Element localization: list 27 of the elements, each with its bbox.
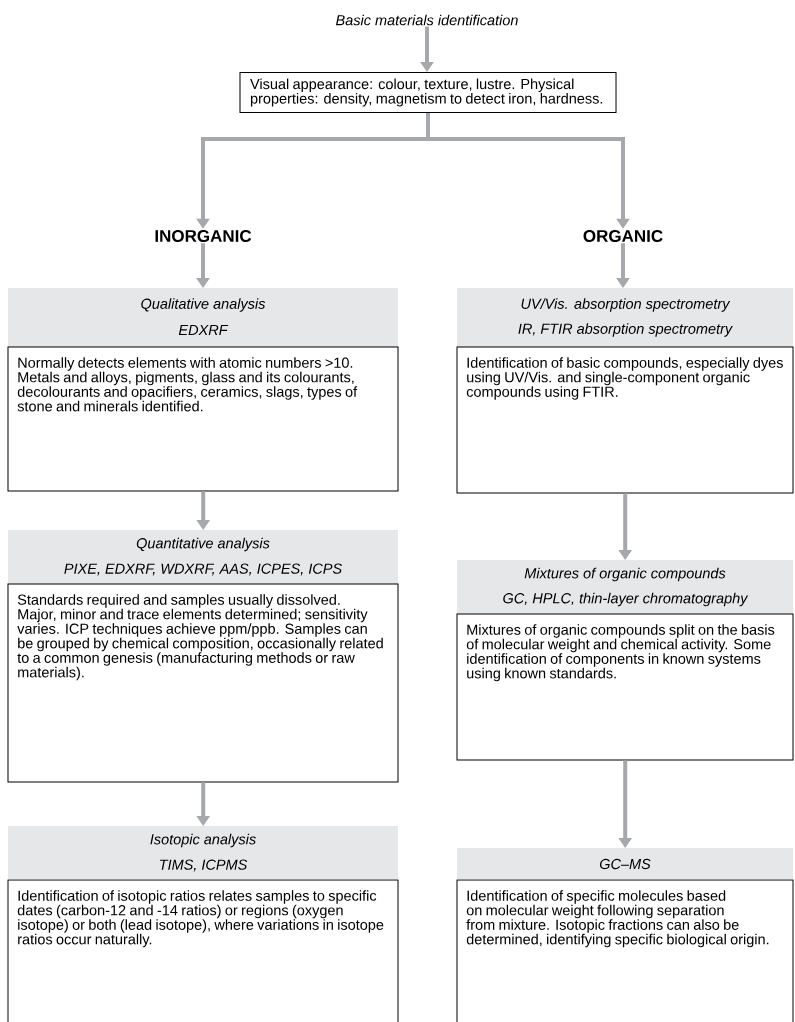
step-box: [7, 826, 399, 1022]
step-description: Identification of isotopic ratios relates samples to specific dates (carbon-12 and -14 ratios) or regions (oxygen isotope) or both (lead isotope), where variations in isotope ratios occur naturally.: [17, 890, 384, 948]
step-heading: Qualitative analysis: [141, 298, 266, 312]
step-heading: GC–MS: [599, 858, 651, 870]
step-description: Mixtures of organic compounds split on the basis of molecular weight and chemical activity. Some identification of components in known systems using known standards.: [466, 624, 775, 682]
step-heading: Mixtures of organic compounds: [524, 567, 726, 582]
step-description: Normally detects elements with atomic numbers >10. Metals and alloys, pigments, glass and its colourants, decolourants and opacifiers, ceramics, slags, types of stone and minerals identified.: [17, 357, 358, 412]
step-description: Standards required and samples usually dissolved. Major, minor and trace elements determined; sensitivity varies. ICP techniques achieve ppm/ppb. Samples can be grouped by chemical composition, occasionally related to a common genesis (manufacturing methods or raw materials).: [17, 594, 383, 681]
step-heading: Quantitative analysis: [136, 537, 270, 552]
step-heading: Isotopic analysis: [150, 833, 256, 848]
step-heading: EDXRF: [178, 325, 229, 335]
step-box: [456, 560, 794, 761]
step-box: [7, 288, 399, 492]
heading-text: Basic materials identification: [335, 14, 518, 26]
step-heading: IR, FTIR absorption spectrometry: [518, 323, 733, 337]
heading-text: ORGANIC: [583, 230, 663, 243]
step-heading: TIMS, ICPMS: [160, 859, 248, 872]
step-description: Identification of specific molecules based on molecular weight following separation from mixture. Isotopic fractions can also be determined, identifying specific biological origin.: [466, 890, 769, 948]
heading-text: INORGANIC: [155, 230, 252, 243]
step-heading: GC, HPLC, thin-layer chromatography: [503, 592, 749, 607]
step-heading: UV/Vis. absorption spectrometry: [521, 298, 731, 312]
step-description: Identification of basic compounds, especially dyes using UV/Vis. and single-component organic compounds using FTIR.: [466, 357, 783, 400]
step-box: [7, 530, 399, 783]
process-box: Visual appearance: colour, texture, lustre. Physical properties: density, magnetism to detect iron, hardness.: [239, 72, 617, 114]
step-heading: PIXE, EDXRF, WDXRF, AAS, ICPES, ICPS: [64, 563, 342, 576]
step-box: [456, 848, 794, 1022]
step-box: [456, 288, 794, 494]
